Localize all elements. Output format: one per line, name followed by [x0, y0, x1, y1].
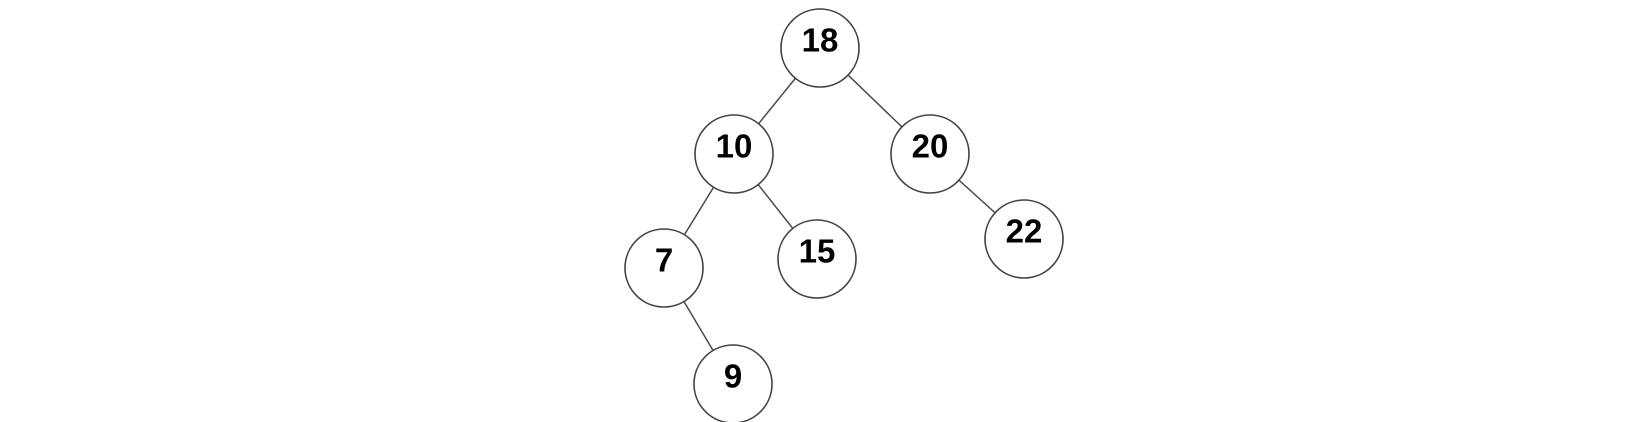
- tree-node-18: 18: [780, 8, 860, 88]
- tree-edges: [663, 47, 1025, 385]
- tree-node-circle: [890, 114, 970, 194]
- tree-node-label: 22: [1006, 213, 1043, 250]
- tree-node-10: 10: [694, 114, 774, 194]
- tree-node-circle: [694, 114, 774, 194]
- tree-node-label: 10: [716, 128, 753, 165]
- tree-node-22: 22: [984, 199, 1064, 279]
- tree-node-circle: [780, 8, 860, 88]
- tree-node-label: 9: [724, 358, 742, 395]
- tree-node-label: 18: [802, 22, 839, 59]
- tree-node-circle: [777, 219, 857, 299]
- tree-node-circle: [693, 344, 773, 422]
- tree-node-9: 9: [693, 344, 773, 422]
- tree-node-label: 15: [799, 233, 836, 270]
- tree-node-20: 20: [890, 114, 970, 194]
- tree-node-circle: [984, 199, 1064, 279]
- tree-node-label: 20: [912, 128, 949, 165]
- tree-node-label: 7: [655, 242, 673, 279]
- tree-node-15: 15: [777, 219, 857, 299]
- tree-node-7: 7: [624, 228, 704, 308]
- tree-node-circle: [624, 228, 704, 308]
- tree-nodes: 18 10 20 7 15 22 9: [624, 8, 1064, 422]
